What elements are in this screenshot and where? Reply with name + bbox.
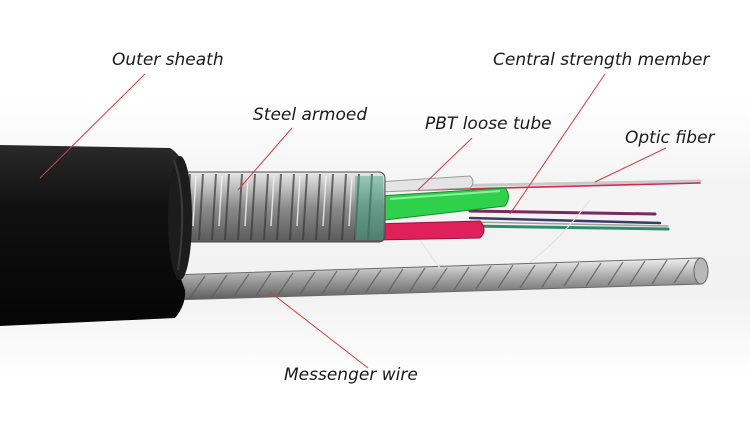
leader-messenger-wire [269,291,369,369]
label-central-strength-member: Central strength member [493,50,710,70]
leader-optic-fiber [594,147,667,183]
leader-central-strength-member [509,73,606,215]
leader-pbt-loose-tube [417,137,473,191]
leader-outer-sheath [39,73,146,179]
label-messenger-wire: Messenger wire [284,365,418,385]
pbt-tube-highlight [389,190,501,200]
label-steel-armoed: Steel armoed [253,105,368,125]
steel-armour [174,171,386,243]
leader-steel-armoed [237,127,293,191]
pbt-loose-tube-white [377,175,474,193]
label-optic-fiber: Optic fiber [625,128,715,148]
pbt-loose-tube-red [371,220,485,241]
leader-lines [39,73,667,369]
pbt-loose-tube-green [379,187,509,221]
label-outer-sheath: Outer sheath [112,50,224,70]
label-pbt-loose-tube: PBT loose tube [425,114,552,134]
messenger-wire [169,257,709,301]
outer-sheath [0,145,192,326]
